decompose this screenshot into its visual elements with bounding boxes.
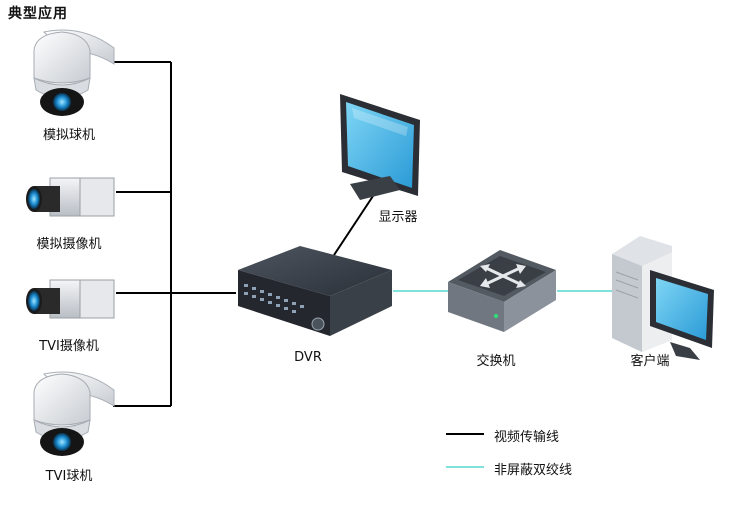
legend-video-label: 视频传输线 bbox=[494, 430, 560, 445]
label-switch: 交换机 bbox=[476, 354, 516, 369]
ptz-analog-camera bbox=[33, 29, 115, 116]
label-dvr: DVR bbox=[294, 350, 322, 365]
tvi-box-camera bbox=[26, 279, 115, 319]
diagram-title: 典型应用 bbox=[8, 6, 68, 22]
label-ptz-analog: 模拟球机 bbox=[42, 128, 96, 143]
ptz-tvi-camera bbox=[33, 371, 115, 456]
label-client: 客户端 bbox=[630, 354, 670, 369]
label-monitor: 显示器 bbox=[378, 210, 418, 225]
legend-utp-label: 非屏蔽双绞线 bbox=[494, 463, 573, 478]
client-pc bbox=[612, 236, 714, 360]
video-lines bbox=[113, 61, 376, 407]
dvr bbox=[238, 246, 392, 336]
label-cam-analog: 模拟摄像机 bbox=[36, 237, 102, 252]
label-ptz-tvi: TVI球机 bbox=[45, 469, 93, 484]
monitor bbox=[340, 94, 420, 200]
switch bbox=[448, 250, 556, 332]
label-cam-tvi: TVI摄像机 bbox=[39, 339, 99, 354]
line-dvr-monitor bbox=[333, 192, 376, 256]
analog-box-camera bbox=[26, 177, 115, 217]
